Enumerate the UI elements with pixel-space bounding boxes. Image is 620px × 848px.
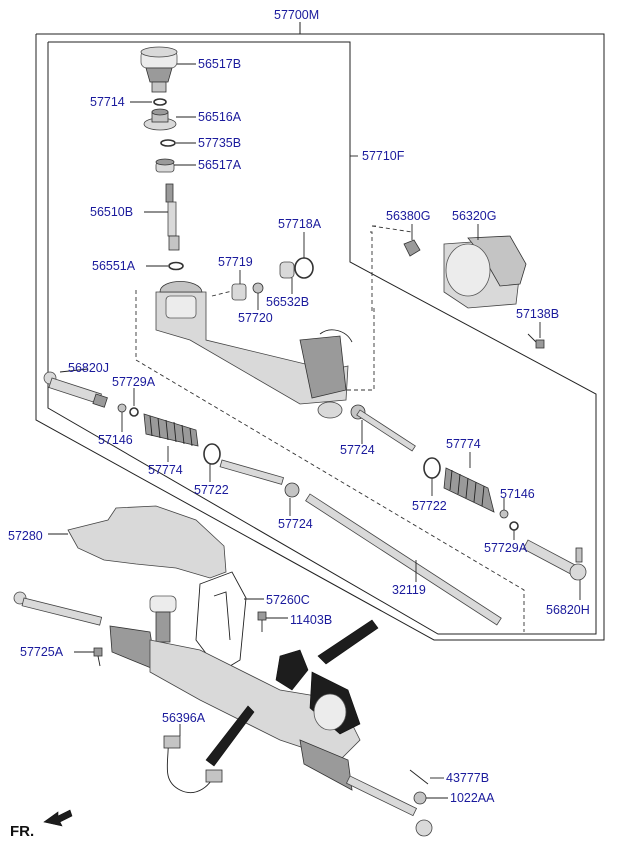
boot-57774-right-part — [443, 467, 495, 513]
nut-57146-left-part — [117, 403, 127, 413]
label-57138B: 57138B — [516, 307, 559, 321]
assembly-frames — [35, 22, 605, 641]
label-56820J: 56820J — [68, 361, 109, 375]
label-1022AA: 1022AA — [450, 791, 495, 805]
dash-rack-box — [135, 290, 525, 632]
pin-43777B-part — [409, 769, 429, 785]
label-56532B: 56532B — [266, 295, 309, 309]
label-56516A: 56516A — [198, 110, 242, 124]
seal-56517A-part — [155, 158, 175, 173]
label-57774-right: 57774 — [446, 437, 481, 451]
label-56396A: 56396A — [162, 711, 206, 725]
label-57280: 57280 — [8, 529, 43, 543]
label-57700M: 57700M — [274, 8, 319, 22]
label-57774-left: 57774 — [148, 463, 183, 477]
front-indicator: FR. — [10, 809, 73, 840]
label-57720: 57720 — [238, 311, 273, 325]
bolt-57725A-part — [93, 647, 103, 667]
label-57718A: 57718A — [278, 217, 322, 231]
label-57260C: 57260C — [266, 593, 310, 607]
label-57146-right: 57146 — [500, 487, 535, 501]
label-56510B: 56510B — [90, 205, 133, 219]
bolt-57138B-part — [527, 333, 545, 349]
label-56517B: 56517B — [198, 57, 241, 71]
label-57719: 57719 — [218, 255, 253, 269]
label-56820H: 56820H — [546, 603, 590, 617]
upper-stack — [140, 46, 184, 271]
front-arrow-icon — [43, 809, 73, 827]
label-57724-center: 57724 — [278, 517, 313, 531]
label-57146-left: 57146 — [98, 433, 133, 447]
clip-57729A-right-part — [509, 521, 519, 531]
label-57722-left: 57722 — [194, 483, 229, 497]
bolt-11403B-part — [257, 611, 267, 632]
label-57722-right: 57722 — [412, 499, 447, 513]
tie-rod-end-right-part — [522, 539, 587, 581]
label-32119: 32119 — [392, 583, 426, 597]
lower-assembly — [13, 591, 433, 837]
coupling-56380G-part — [403, 239, 421, 257]
rack-housing-part — [155, 281, 353, 419]
label-57714: 57714 — [90, 95, 125, 109]
boot-57774-left-part — [143, 413, 199, 447]
label-56320G: 56320G — [452, 209, 496, 223]
ring-57722-left-part — [203, 443, 221, 465]
label-57725A: 57725A — [20, 645, 64, 659]
ring-57718A-part — [294, 257, 314, 279]
nut-57720-part — [252, 282, 264, 294]
clip-57729A-left-part — [129, 407, 139, 417]
label-43777B: 43777B — [446, 771, 489, 785]
inner-rod-right-part — [350, 404, 416, 452]
inner-rod-left-part — [219, 459, 300, 498]
mount-56516A-part — [143, 108, 177, 131]
nut-1022AA-part — [413, 791, 427, 805]
ring-57735B-part — [160, 139, 176, 147]
tie-rod-end-left-part — [43, 371, 108, 408]
pinion-56510B-part — [165, 183, 180, 251]
motor-56320G-part — [443, 235, 527, 309]
bush-56532B-part — [279, 261, 295, 279]
ring-57714-part — [153, 98, 167, 106]
label-57724-right: 57724 — [340, 443, 375, 457]
cap-56517B-part — [140, 46, 178, 93]
rack-32119-part — [305, 493, 502, 626]
nut-57146-right-part — [499, 509, 509, 519]
frame-57700M — [35, 33, 605, 641]
label-57729A-right: 57729A — [484, 541, 528, 555]
label-56551A: 56551A — [92, 259, 136, 273]
label-57710F: 57710F — [362, 149, 405, 163]
ring-56551A-part — [168, 261, 184, 271]
heat-shield-57280-part — [67, 505, 227, 579]
ring-57722-right-part — [423, 457, 441, 479]
harness-56396A-part — [163, 735, 223, 793]
plug-57719-part — [231, 283, 247, 301]
frame-57710F — [47, 41, 597, 635]
bracket-57260C-part — [195, 571, 247, 673]
label-56517A: 56517A — [198, 158, 242, 172]
label-57735B: 57735B — [198, 136, 241, 150]
label-11403B: 11403B — [290, 613, 332, 627]
label-57729A-left: 57729A — [112, 375, 156, 389]
dash-motor-box — [370, 231, 373, 312]
label-56380G: 56380G — [386, 209, 430, 223]
part-labels: 57700M 56517B 57714 56516A 57735B 57710F… — [8, 8, 590, 805]
leader-lines — [48, 63, 581, 799]
small-parts — [231, 257, 314, 301]
fr-label: FR. — [10, 823, 34, 840]
